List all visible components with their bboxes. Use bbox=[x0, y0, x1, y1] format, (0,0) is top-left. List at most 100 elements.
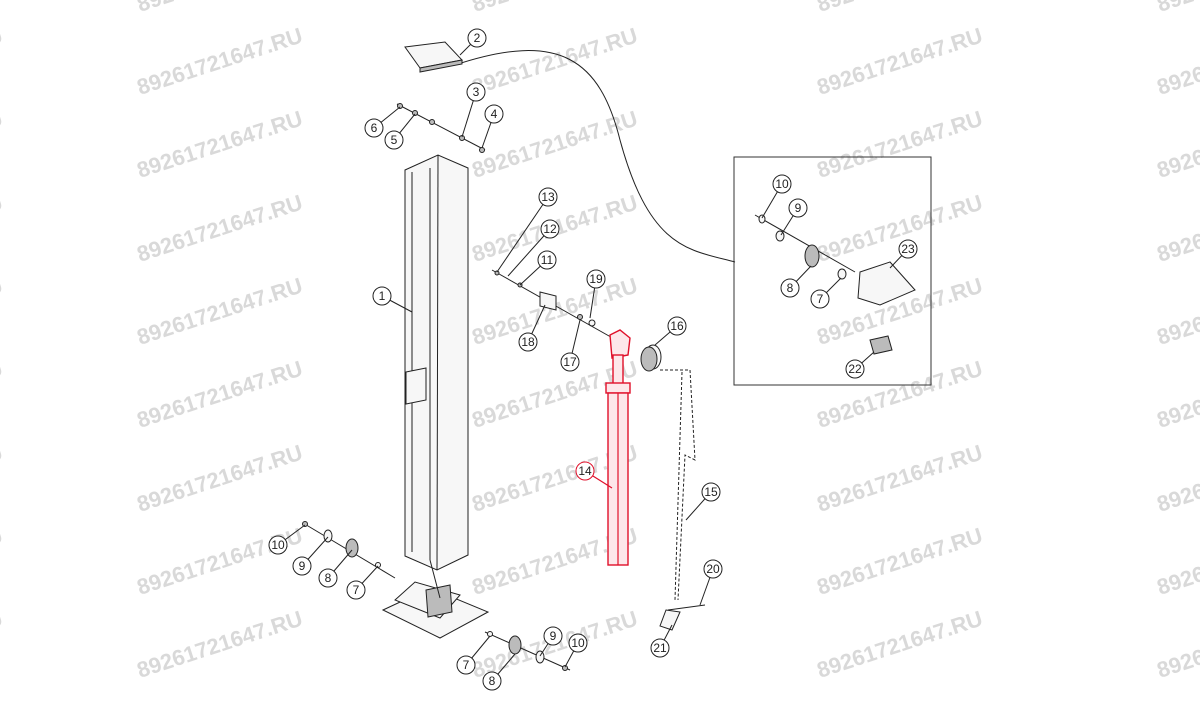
callout-circle bbox=[575, 461, 595, 481]
callout-circle bbox=[466, 82, 486, 102]
callout-number: 12 bbox=[543, 222, 557, 236]
watermark-text: 89261721647.RU bbox=[0, 606, 6, 683]
callout-number: 10 bbox=[571, 636, 585, 650]
callout-number: 11 bbox=[541, 253, 554, 267]
callout-number: 4 bbox=[491, 107, 498, 121]
callout-number: 5 bbox=[391, 133, 398, 147]
callout-number: 9 bbox=[795, 201, 802, 215]
callout-8[interactable]: 8 bbox=[318, 568, 338, 588]
callout-10[interactable]: 10 bbox=[268, 535, 288, 555]
watermark-text: 89261721647.RU bbox=[469, 23, 641, 100]
callout-7[interactable]: 7 bbox=[810, 289, 830, 309]
callout-circle bbox=[538, 187, 558, 207]
callout-number: 16 bbox=[670, 319, 684, 333]
main-column bbox=[381, 154, 490, 639]
callout-circle bbox=[560, 352, 580, 372]
watermark-text: 89261721647.RU bbox=[0, 273, 6, 350]
watermark-text: 89261721647.RU bbox=[1154, 0, 1200, 17]
callout-15[interactable]: 15 bbox=[701, 482, 721, 502]
chain-anchor bbox=[659, 604, 706, 631]
callout-circle bbox=[482, 671, 502, 691]
axle-hardware bbox=[491, 269, 626, 346]
watermark-text: 89261721647.RU bbox=[814, 190, 986, 267]
callout-8[interactable]: 8 bbox=[482, 671, 502, 691]
callout-9[interactable]: 9 bbox=[788, 198, 808, 218]
callout-circle bbox=[518, 332, 538, 352]
callout-4[interactable]: 4 bbox=[484, 104, 504, 124]
callout-number: 1 bbox=[379, 289, 386, 303]
callout-circle bbox=[346, 580, 366, 600]
watermark-text: 89261721647.RU bbox=[0, 523, 6, 600]
watermark-text: 89261721647.RU bbox=[1154, 606, 1200, 683]
callout-number: 19 bbox=[589, 272, 603, 286]
pulley bbox=[640, 344, 662, 372]
callout-number: 13 bbox=[541, 190, 555, 204]
callout-9[interactable]: 9 bbox=[292, 556, 312, 576]
callout-circle bbox=[898, 239, 918, 259]
callout-10[interactable]: 10 bbox=[568, 633, 588, 653]
callout-leader bbox=[507, 228, 551, 277]
callout-circle bbox=[701, 482, 721, 502]
callout-10[interactable]: 10 bbox=[772, 174, 792, 194]
callout-19[interactable]: 19 bbox=[586, 269, 606, 289]
callout-16[interactable]: 16 bbox=[667, 316, 687, 336]
callout-number: 18 bbox=[521, 335, 535, 349]
watermark-text: 89261721647.RU bbox=[134, 0, 306, 17]
callout-14[interactable]: 14 bbox=[575, 461, 595, 481]
callout-2[interactable]: 2 bbox=[467, 28, 487, 48]
callout-1[interactable]: 1 bbox=[372, 286, 392, 306]
callout-23[interactable]: 23 bbox=[898, 239, 918, 259]
callout-number: 9 bbox=[299, 559, 306, 573]
callout-22[interactable]: 22 bbox=[845, 359, 865, 379]
callout-21[interactable]: 21 bbox=[650, 638, 670, 658]
inset-detail-parts bbox=[754, 214, 916, 355]
hydraulic-cylinder-highlighted bbox=[605, 329, 631, 566]
watermark-text: 89261721647.RU bbox=[1154, 273, 1200, 350]
callout-8[interactable]: 8 bbox=[780, 278, 800, 298]
chain bbox=[660, 369, 696, 601]
watermark-text: 89261721647.RU bbox=[134, 23, 306, 100]
callout-circle bbox=[484, 104, 504, 124]
callout-circle bbox=[667, 316, 687, 336]
callout-5[interactable]: 5 bbox=[384, 130, 404, 150]
callout-6[interactable]: 6 bbox=[364, 118, 384, 138]
callout-circle bbox=[810, 289, 830, 309]
callout-number: 2 bbox=[474, 31, 481, 45]
callout-18[interactable]: 18 bbox=[518, 332, 538, 352]
watermark-text: 89261721647.RU bbox=[814, 356, 986, 433]
callout-number: 22 bbox=[848, 362, 862, 376]
callout-20[interactable]: 20 bbox=[703, 559, 723, 579]
watermark-text: 89261721647.RU bbox=[814, 523, 986, 600]
watermark-text: 89261721647.RU bbox=[1154, 440, 1200, 517]
watermark-text: 89261721647.RU bbox=[0, 356, 6, 433]
callout-circle bbox=[537, 250, 557, 270]
callout-7[interactable]: 7 bbox=[456, 655, 476, 675]
callout-circle bbox=[372, 286, 392, 306]
bottom-right-roller-stack bbox=[484, 631, 571, 671]
callout-number: 17 bbox=[563, 355, 577, 369]
callout-11[interactable]: 11 bbox=[537, 250, 557, 270]
callout-13[interactable]: 13 bbox=[538, 187, 558, 207]
callout-number: 8 bbox=[787, 281, 794, 295]
watermark-text: 89261721647.RU bbox=[134, 606, 306, 683]
callout-3[interactable]: 3 bbox=[466, 82, 486, 102]
callout-circle bbox=[586, 269, 606, 289]
callout-7[interactable]: 7 bbox=[346, 580, 366, 600]
callout-circle bbox=[788, 198, 808, 218]
watermark-text: 89261721647.RU bbox=[814, 106, 986, 183]
watermark-text: 89261721647.RU bbox=[134, 106, 306, 183]
watermark-text: 89261721647.RU bbox=[0, 106, 6, 183]
callout-number: 15 bbox=[704, 485, 718, 499]
callout-17[interactable]: 17 bbox=[560, 352, 580, 372]
watermark-text: 89261721647.RU bbox=[134, 190, 306, 267]
callout-circle bbox=[318, 568, 338, 588]
watermark-text: 89261721647.RU bbox=[1154, 23, 1200, 100]
callout-circle bbox=[703, 559, 723, 579]
callout-circle bbox=[772, 174, 792, 194]
watermark-text: 89261721647.RU bbox=[1154, 356, 1200, 433]
callout-9[interactable]: 9 bbox=[543, 626, 563, 646]
callout-12[interactable]: 12 bbox=[540, 219, 560, 239]
callout-circle bbox=[780, 278, 800, 298]
